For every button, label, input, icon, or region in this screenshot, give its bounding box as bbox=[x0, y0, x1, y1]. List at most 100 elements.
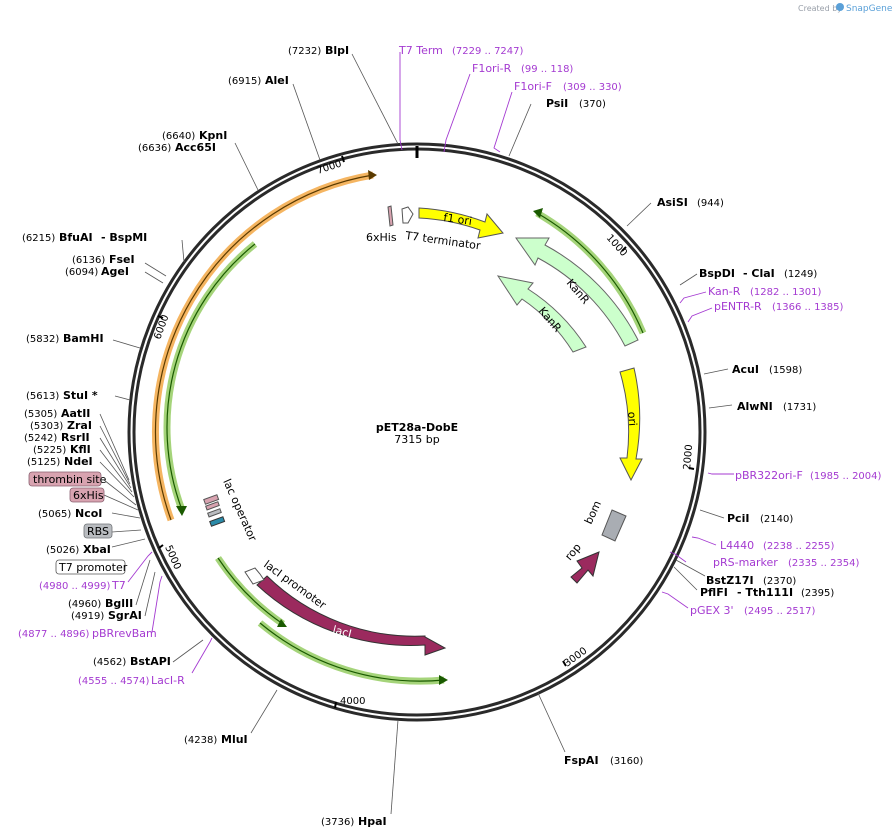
enzyme-aatii[interactable]: (5305)AatII bbox=[24, 407, 90, 420]
svg-text:AgeI: AgeI bbox=[101, 265, 129, 278]
enzyme-rsrii[interactable]: (5242) RsrII bbox=[24, 431, 90, 444]
feature-laci[interactable]: lacI bbox=[256, 575, 447, 656]
enzyme-acc65i[interactable]: (6636)Acc65I bbox=[138, 141, 216, 154]
svg-text:T7 promoter: T7 promoter bbox=[58, 561, 128, 574]
orf-orange-arrow bbox=[368, 170, 377, 180]
svg-text:pENTR-R: pENTR-R bbox=[714, 300, 762, 313]
svg-text:bom: bom bbox=[582, 499, 604, 527]
enzyme-fsei[interactable]: (6136)FseI bbox=[72, 253, 135, 266]
feature-lac-operator[interactable]: lac operator bbox=[203, 477, 260, 544]
boxed-feature-t7-promoter[interactable]: T7 promoter bbox=[55, 559, 128, 575]
primer-f1ori-r[interactable]: F1ori-R(99 .. 118) bbox=[472, 62, 573, 75]
svg-text:FseI: FseI bbox=[109, 253, 135, 266]
enzyme-leaders bbox=[99, 53, 733, 815]
svg-text:T7: T7 bbox=[111, 579, 126, 592]
svg-text:AcuI: AcuI bbox=[732, 363, 759, 376]
enzyme-xbai[interactable]: (5026)XbaI bbox=[46, 543, 111, 556]
svg-text:(2395): (2395) bbox=[801, 588, 834, 599]
svg-text:(2495 .. 2517): (2495 .. 2517) bbox=[744, 606, 816, 617]
feature-6xhis-top[interactable]: 6xHis bbox=[366, 205, 397, 244]
svg-text:- BspMI: - BspMI bbox=[101, 231, 147, 244]
enzyme-bfuai[interactable]: (6215)BfuAI- BspMI bbox=[22, 231, 147, 244]
enzyme-pflfi[interactable]: PflFI- Tth111I(2395) bbox=[700, 586, 834, 599]
svg-text:BstZ17I: BstZ17I bbox=[706, 574, 754, 587]
svg-text:KflI: KflI bbox=[70, 443, 91, 456]
enzyme-pcii[interactable]: PciI(2140) bbox=[727, 512, 793, 525]
enzyme-kpni[interactable]: (6640)KpnI bbox=[162, 129, 227, 142]
enzyme-bstz17i[interactable]: BstZ17I (2370) bbox=[706, 574, 796, 587]
svg-text:pGEX 3': pGEX 3' bbox=[690, 604, 734, 617]
svg-text:6xHis: 6xHis bbox=[73, 489, 104, 502]
svg-text:(99 .. 118): (99 .. 118) bbox=[521, 64, 573, 75]
svg-text:XbaI: XbaI bbox=[83, 543, 111, 556]
primer-pgex-3[interactable]: pGEX 3' (2495 .. 2517) bbox=[690, 604, 816, 617]
primer-f1ori-f[interactable]: F1ori-F (309 .. 330) bbox=[514, 80, 622, 93]
enzyme-hpai[interactable]: (3736)HpaI bbox=[321, 815, 387, 828]
svg-text:(2370): (2370) bbox=[763, 576, 796, 587]
svg-text:(1731): (1731) bbox=[783, 402, 816, 413]
svg-text:PflFI: PflFI bbox=[700, 586, 728, 599]
svg-text:(4980 .. 4999): (4980 .. 4999) bbox=[39, 581, 111, 592]
feature-rop[interactable]: rop bbox=[562, 541, 600, 584]
primer-kan-r[interactable]: Kan-R(1282 .. 1301) bbox=[708, 285, 822, 298]
primer-pentr-r[interactable]: pENTR-R (1366 .. 1385) bbox=[714, 300, 844, 313]
orf-green-right-arrow bbox=[533, 208, 543, 218]
svg-text:F1ori-F: F1ori-F bbox=[514, 80, 552, 93]
svg-text:(1598): (1598) bbox=[769, 365, 802, 376]
enzyme-kfli[interactable]: (5225)KflI bbox=[33, 443, 91, 456]
feature-ori[interactable]: ori bbox=[619, 367, 643, 482]
svg-text:(4555 .. 4574): (4555 .. 4574) bbox=[78, 676, 150, 687]
svg-text:thrombin site: thrombin site bbox=[33, 473, 107, 486]
svg-text:NdeI: NdeI bbox=[64, 455, 93, 468]
svg-text:BamHI: BamHI bbox=[63, 332, 104, 345]
enzyme-zrai[interactable]: (5303)ZraI bbox=[30, 419, 92, 432]
svg-text:(5303): (5303) bbox=[30, 421, 63, 432]
enzyme-alwni[interactable]: AlwNI (1731) bbox=[737, 400, 816, 413]
svg-text:AlwNI: AlwNI bbox=[737, 400, 773, 413]
primer-l4440[interactable]: L4440(2238 .. 2255) bbox=[720, 539, 835, 552]
enzyme-alei[interactable]: (6915)AleI bbox=[228, 74, 289, 87]
orf-green-lower2-arrow bbox=[439, 675, 448, 685]
svg-text:(5242): (5242) bbox=[24, 433, 57, 444]
enzyme-bamhi[interactable]: (5832)BamHI bbox=[26, 332, 104, 345]
enzyme-fspai[interactable]: FspAI(3160) bbox=[564, 754, 643, 767]
svg-text:2000: 2000 bbox=[682, 444, 695, 470]
svg-text:(309 .. 330): (309 .. 330) bbox=[563, 82, 622, 93]
enzyme-bstapi[interactable]: (4562)BstAPI bbox=[93, 655, 171, 668]
boxed-feature-rbs[interactable]: RBS bbox=[83, 523, 113, 539]
primer-pbrrevbam[interactable]: (4877 .. 4896)pBRrevBam bbox=[18, 627, 157, 640]
svg-text:(3736): (3736) bbox=[321, 817, 354, 828]
svg-text:T7 terminator: T7 terminator bbox=[404, 229, 482, 253]
enzyme-mlui[interactable]: (4238)MluI bbox=[184, 733, 248, 746]
svg-text:pBRrevBam: pBRrevBam bbox=[92, 627, 157, 640]
primer-t7-term[interactable]: T7 Term(7229 .. 7247) bbox=[398, 44, 524, 57]
enzyme-bspdi[interactable]: BspDI- ClaI(1249) bbox=[699, 267, 817, 280]
enzyme-blpi[interactable]: (7232)BlpI bbox=[288, 44, 349, 57]
enzyme-ndei[interactable]: (5125)NdeI bbox=[27, 455, 93, 468]
enzyme-bglii[interactable]: (4960)BglII bbox=[68, 597, 133, 610]
svg-text:(1366 .. 1385): (1366 .. 1385) bbox=[772, 302, 844, 313]
boxed-feature-thrombin-site[interactable]: thrombin site bbox=[28, 471, 107, 487]
enzyme-agei[interactable]: (6094)AgeI bbox=[65, 265, 129, 278]
enzyme-asisi[interactable]: AsiSI(944) bbox=[657, 196, 724, 209]
boxed-feature-6xhis[interactable]: 6xHis bbox=[69, 487, 105, 503]
enzyme-stui[interactable]: (5613)StuI * bbox=[26, 389, 98, 402]
svg-text:RsrII: RsrII bbox=[61, 431, 90, 444]
svg-text:pBR322ori-F: pBR322ori-F bbox=[735, 469, 803, 482]
feature-bom[interactable]: bom bbox=[582, 499, 627, 542]
primer-laci-r[interactable]: (4555 .. 4574)LacI-R bbox=[78, 674, 185, 687]
primer-t7[interactable]: (4980 .. 4999)T7 bbox=[39, 579, 126, 592]
svg-text:ori: ori bbox=[625, 411, 639, 426]
enzyme-acui[interactable]: AcuI (1598) bbox=[732, 363, 802, 376]
enzyme-psii[interactable]: PsiI(370) bbox=[546, 97, 606, 110]
svg-text:(944): (944) bbox=[697, 198, 724, 209]
enzyme-sgrai[interactable]: (4919)SgrAI bbox=[71, 609, 142, 622]
enzyme-ncoi[interactable]: (5065)NcoI bbox=[38, 507, 102, 520]
feature-f1-ori[interactable]: f1 ori bbox=[418, 207, 504, 239]
primer-prs-marker[interactable]: pRS-marker(2335 .. 2354) bbox=[713, 556, 860, 569]
orf-orange-line bbox=[154, 174, 374, 521]
primer-pbr322ori-f[interactable]: pBR322ori-F(1985 .. 2004) bbox=[735, 469, 882, 482]
svg-text:(2335 .. 2354): (2335 .. 2354) bbox=[788, 558, 860, 569]
svg-text:(370): (370) bbox=[579, 99, 606, 110]
svg-text:6xHis: 6xHis bbox=[366, 231, 397, 244]
